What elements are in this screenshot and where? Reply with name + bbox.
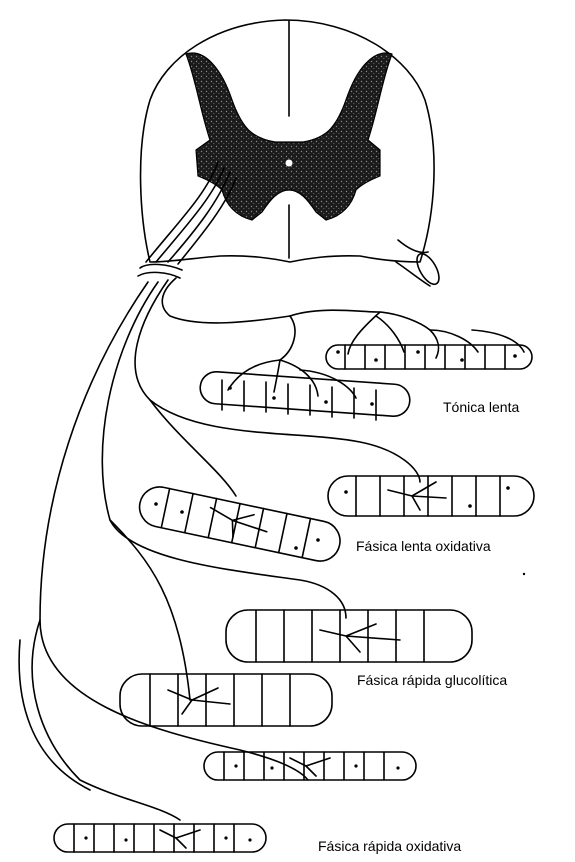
fiber-nuclei — [84, 350, 525, 841]
muscle-fiber-tonic-lower — [199, 371, 411, 420]
label-tonica-lenta: Tónica lenta — [443, 399, 519, 415]
muscle-fiber-fso-right — [328, 476, 534, 516]
muscle-fiber-frg-right — [226, 610, 472, 662]
label-fasica-rapida-glucolitica: Fásica rápida glucolítica — [357, 672, 507, 688]
muscle-fiber-fso-left — [136, 483, 344, 565]
label-fasica-rapida-oxidativa: Fásica rápida oxidativa — [318, 838, 461, 854]
label-fasica-lenta-oxidativa: Fásica lenta oxidativa — [356, 538, 491, 554]
muscle-fiber-tonic-upper — [326, 345, 532, 369]
motor-neuron-axons — [19, 162, 524, 820]
muscle-fiber-frg-left — [120, 674, 332, 726]
